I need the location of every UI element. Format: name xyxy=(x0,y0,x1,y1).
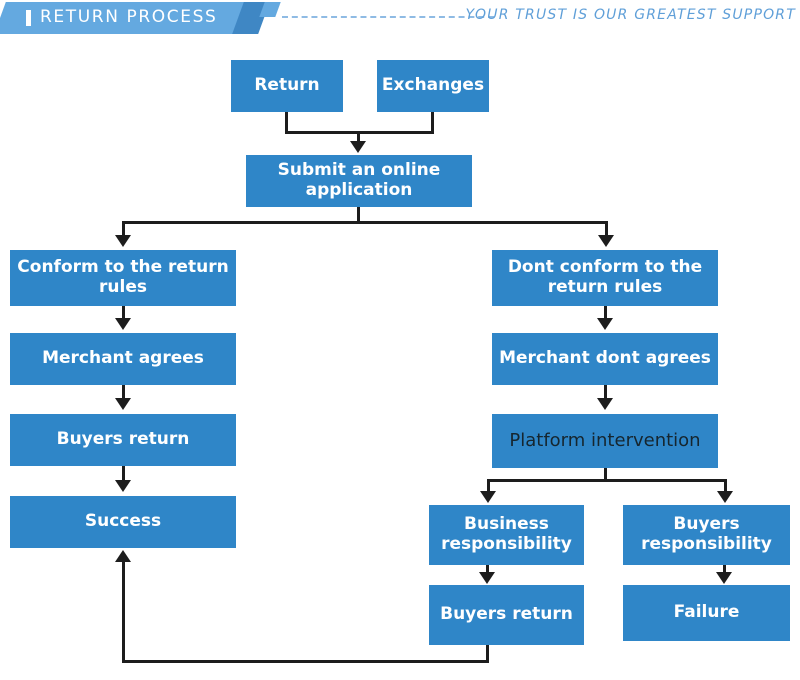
page-header: RETURN PROCESS YOUR TRUST IS OUR GREATES… xyxy=(0,0,800,36)
edge-split-bar-bottom xyxy=(487,479,727,482)
node-merchant-dont-agrees[interactable]: Merchant dont agrees xyxy=(492,333,718,385)
edge-platform-stem xyxy=(604,468,607,482)
node-success[interactable]: Success xyxy=(10,496,236,548)
arrow-feedback-to-success xyxy=(115,550,131,562)
dashed-line-icon xyxy=(282,16,494,18)
edge-split-bar-top xyxy=(122,221,608,224)
node-business-responsibility[interactable]: Business responsibility xyxy=(429,505,584,565)
edge-feedback-across xyxy=(122,660,489,663)
edge-buyers-to-success-stem xyxy=(122,466,125,482)
arrow-to-business-responsibility xyxy=(480,491,496,503)
edge-merge-drop xyxy=(357,131,360,143)
node-buyers-responsibility[interactable]: Buyers responsibility xyxy=(623,505,790,565)
header-tagline: YOUR TRUST IS OUR GREATEST SUPPORT xyxy=(465,7,796,23)
arrow-to-success xyxy=(115,480,131,492)
arrow-to-buyers-return-bottom xyxy=(479,572,495,584)
arrow-to-conform xyxy=(115,235,131,247)
node-failure[interactable]: Failure xyxy=(623,585,790,641)
node-platform-intervention[interactable]: Platform intervention xyxy=(492,414,718,468)
node-merchant-agrees[interactable]: Merchant agrees xyxy=(10,333,236,385)
vertical-bar-icon xyxy=(26,10,31,26)
arrow-to-failure xyxy=(716,572,732,584)
node-dont-conform-to-return-rules[interactable]: Dont conform to the return rules xyxy=(492,250,718,306)
edge-buyersresp-to-failure-stem xyxy=(723,565,726,575)
arrow-to-merchant-dont xyxy=(597,318,613,330)
arrow-to-dont-conform xyxy=(598,235,614,247)
node-submit-online-application[interactable]: Submit an online application xyxy=(246,155,472,207)
edge-return-stem xyxy=(285,112,288,134)
edge-feedback-down xyxy=(486,645,489,663)
arrow-to-platform xyxy=(597,398,613,410)
node-conform-to-return-rules[interactable]: Conform to the return rules xyxy=(10,250,236,306)
node-exchanges[interactable]: Exchanges xyxy=(377,60,489,112)
arrow-to-buyers-responsibility xyxy=(717,491,733,503)
arrow-to-submit xyxy=(350,141,366,153)
edge-exchanges-stem xyxy=(431,112,434,134)
page-title: RETURN PROCESS xyxy=(40,7,218,27)
edge-dontconform-stem xyxy=(604,306,607,321)
edge-split-right-drop xyxy=(605,221,608,237)
edge-submit-stem xyxy=(357,207,360,224)
node-buyers-return-bottom[interactable]: Buyers return xyxy=(429,585,584,645)
edge-merchantdont-stem xyxy=(604,385,607,400)
edge-split-left-drop xyxy=(122,221,125,237)
edge-split-buyersresp-drop xyxy=(724,479,727,494)
edge-merchant-to-buyers-stem xyxy=(122,385,125,400)
edge-conform-to-merchant-stem xyxy=(122,306,125,321)
edge-split-business-drop xyxy=(487,479,490,494)
arrow-to-merchant-agrees xyxy=(115,318,131,330)
node-return[interactable]: Return xyxy=(231,60,343,112)
edge-feedback-up xyxy=(122,562,125,663)
edge-business-to-buyersreturn-stem xyxy=(486,565,489,575)
node-buyers-return-left[interactable]: Buyers return xyxy=(10,414,236,466)
arrow-to-buyers-return-left xyxy=(115,398,131,410)
